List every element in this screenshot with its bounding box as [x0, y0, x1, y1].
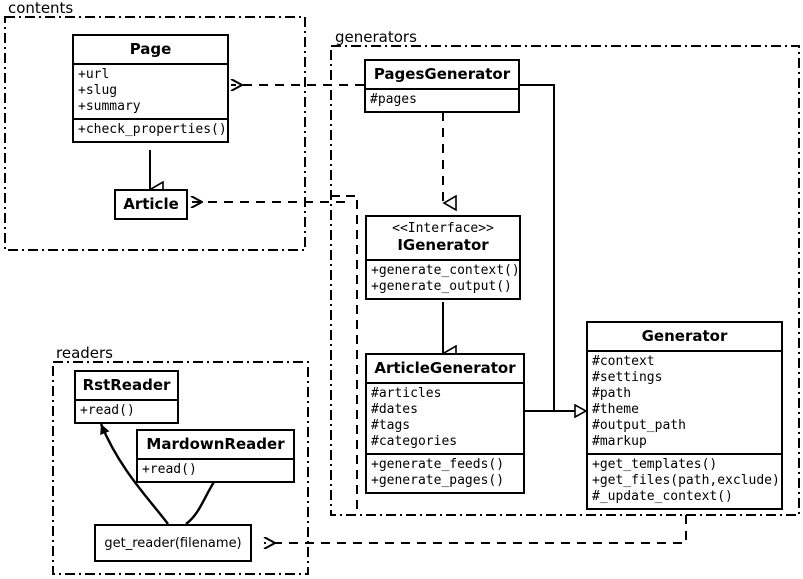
operation: +generate_context() — [371, 263, 520, 278]
attribute: #tags — [371, 418, 411, 433]
class-box-rst-reader[interactable]: RstReader +read() — [74, 370, 179, 424]
operation: +generate_output() — [371, 279, 512, 294]
class-operations-rst-reader: +read() — [76, 399, 177, 422]
class-operations-mardown-reader: +read() — [138, 458, 293, 481]
class-operations-article-generator: +generate_feeds() +generate_pages() — [367, 453, 523, 492]
class-name-igenerator: IGenerator — [397, 236, 489, 254]
class-operations-generator: +get_templates() +get_files(path,exclude… — [588, 453, 781, 508]
attribute: #path — [592, 386, 632, 401]
class-box-pages-generator[interactable]: PagesGenerator #pages — [364, 59, 520, 113]
operation: +check_properties() — [78, 122, 227, 137]
class-attributes-pages-generator: #pages — [366, 88, 518, 111]
attribute: #articles — [371, 386, 442, 401]
operation: +read() — [80, 403, 135, 418]
class-operations-igenerator: +generate_context() +generate_output() — [367, 259, 520, 298]
package-frame-generators-outer — [330, 45, 800, 516]
class-attributes-article-generator: #articles #dates #tags #categories — [367, 382, 523, 453]
class-box-article-generator[interactable]: ArticleGenerator #articles #dates #tags … — [365, 353, 525, 494]
attribute: +summary — [78, 99, 141, 114]
class-box-generator[interactable]: Generator #context #settings #path #them… — [586, 321, 783, 510]
attribute: #categories — [371, 434, 458, 449]
attribute: #output_path — [592, 418, 686, 433]
operation: +generate_pages() — [371, 473, 505, 488]
class-name-pages-generator: PagesGenerator — [373, 65, 511, 83]
package-frame-readers — [52, 361, 309, 575]
operation: +get_files(path,exclude) — [592, 473, 780, 488]
attribute: #dates — [371, 402, 418, 417]
rel-generator-depends-get-reader — [264, 515, 687, 543]
operation: +generate_feeds() — [371, 457, 505, 472]
rel-pagesgenerator-inherits-generator — [519, 84, 555, 411]
class-box-igenerator[interactable]: <<Interface>> IGenerator +generate_conte… — [365, 215, 521, 300]
class-operations-page: +check_properties() — [74, 118, 227, 141]
operation: +read() — [142, 462, 197, 477]
package-frame-contents — [4, 16, 306, 251]
attribute: #pages — [370, 92, 417, 107]
attribute: +slug — [78, 83, 118, 98]
package-label-readers: readers — [54, 344, 115, 362]
operation: +get_templates() — [592, 457, 718, 472]
operation: #_update_context() — [592, 489, 733, 504]
class-box-page[interactable]: Page +url +slug +summary +check_properti… — [72, 34, 229, 143]
attribute: #theme — [592, 402, 639, 417]
class-name-page: Page — [129, 40, 172, 58]
class-name-article: Article — [123, 195, 179, 213]
class-attributes-generator: #context #settings #path #theme #output_… — [588, 350, 781, 453]
class-stereotype-igenerator: <<Interface>> — [392, 221, 494, 236]
class-name-generator: Generator — [641, 327, 728, 345]
function-label-get-reader: get_reader(filename) — [104, 535, 242, 551]
function-box-get-reader[interactable]: get_reader(filename) — [94, 524, 252, 562]
class-name-mardown-reader: MardownReader — [146, 435, 285, 453]
attribute: #context — [592, 354, 655, 369]
class-box-mardown-reader[interactable]: MardownReader +read() — [136, 429, 295, 483]
package-frame-generators-inner — [331, 195, 358, 510]
package-label-contents: contents — [6, 0, 76, 17]
attribute: #settings — [592, 370, 663, 385]
package-label-generators: generators — [333, 28, 419, 46]
class-box-article[interactable]: Article — [114, 189, 188, 220]
class-name-rst-reader: RstReader — [82, 376, 171, 394]
attribute: #markup — [592, 434, 647, 449]
class-attributes-page: +url +slug +summary — [74, 63, 227, 118]
attribute: +url — [78, 67, 110, 82]
class-name-article-generator: ArticleGenerator — [374, 359, 516, 377]
rel-get-reader-returns-rstreader — [99, 423, 169, 525]
